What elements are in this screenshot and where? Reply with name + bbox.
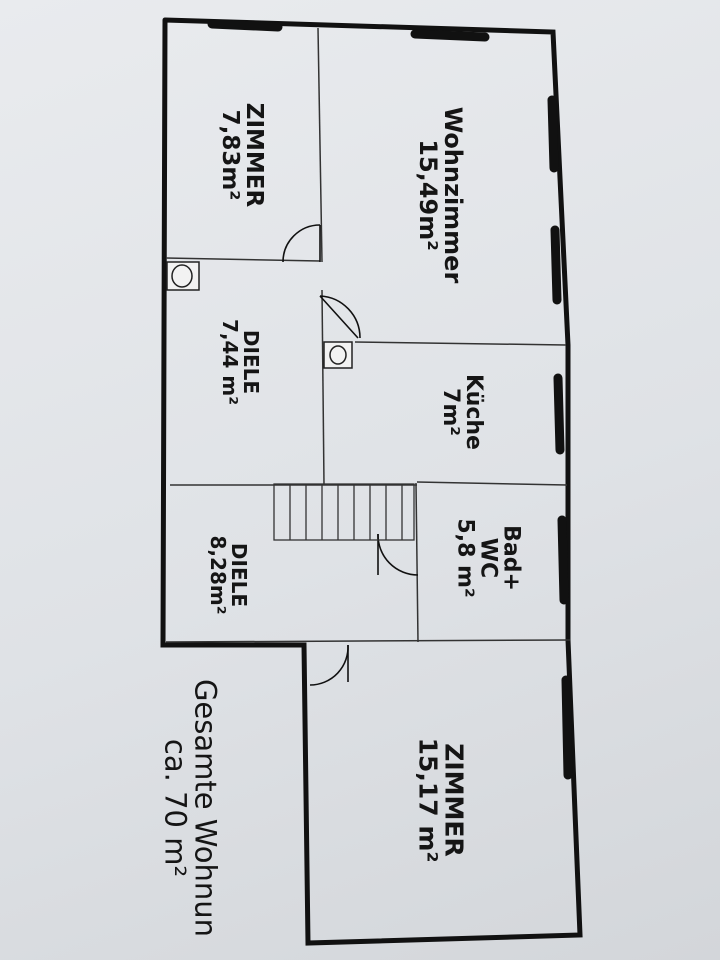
room-area: 15,17 m² bbox=[413, 737, 442, 863]
wall-zimmer-wohnzimmer bbox=[317, 27, 323, 263]
room-name: Bad+ bbox=[498, 525, 524, 591]
door-arc-zimmer bbox=[282, 224, 321, 263]
stairs bbox=[273, 483, 415, 541]
windows bbox=[207, 19, 573, 780]
shafts bbox=[166, 261, 353, 369]
room-area: 7,44 m² bbox=[218, 319, 242, 405]
room-area: 7m² bbox=[438, 388, 463, 436]
wall-diele-bad bbox=[415, 482, 419, 643]
room-name: Küche bbox=[461, 374, 487, 450]
room-area: 8,28m² bbox=[206, 535, 230, 615]
wall-wohnzimmer-kueche bbox=[354, 341, 567, 346]
total-area-note: Gesamte Wohnun ca. 70 m² bbox=[158, 678, 223, 938]
window-right-1 bbox=[547, 95, 559, 173]
window-right-5 bbox=[561, 675, 573, 780]
room-name-line2: WC bbox=[475, 537, 501, 579]
window-right-2 bbox=[550, 225, 562, 305]
outer-walls bbox=[160, 17, 583, 946]
room-label-zimmer-left: ZIMMER 7,83m² bbox=[217, 102, 268, 208]
room-name: Wohnzimmer bbox=[439, 106, 468, 284]
total-label: Gesamte Wohnun bbox=[188, 678, 223, 938]
door-arc-wohnzimmer bbox=[319, 295, 361, 339]
room-label-zimmer-right: ZIMMER 15,17 m² bbox=[413, 737, 469, 863]
door-arc-zimmer-right bbox=[309, 644, 349, 686]
room-label-bad: Bad+ WC 5,8 m² bbox=[452, 518, 524, 598]
room-label-kueche: Küche 7m² bbox=[438, 374, 487, 450]
room-name: DIELE bbox=[239, 329, 263, 395]
window-right-3 bbox=[553, 373, 565, 455]
wall-kueche-bad bbox=[416, 481, 568, 486]
room-area: 5,8 m² bbox=[452, 518, 478, 598]
shaft-upper bbox=[166, 261, 200, 291]
total-value: ca. 70 m² bbox=[158, 738, 192, 878]
room-name: ZIMMER bbox=[241, 102, 268, 208]
room-name: DIELE bbox=[227, 542, 251, 608]
room-label-wohnzimmer: Wohnzimmer 15,49m² bbox=[414, 106, 468, 284]
wall-zimmer-diele bbox=[165, 257, 321, 262]
room-area: 15,49m² bbox=[414, 139, 442, 251]
window-top-right bbox=[410, 29, 490, 42]
room-area: 7,83m² bbox=[217, 109, 243, 201]
interior-walls bbox=[165, 27, 571, 643]
doors bbox=[282, 224, 419, 686]
room-label-diele-upper: DIELE 7,44 m² bbox=[218, 319, 263, 405]
window-right-4 bbox=[557, 515, 569, 605]
stairs-outline bbox=[273, 483, 415, 541]
outer-wall-main bbox=[160, 17, 583, 946]
window-top-left bbox=[207, 19, 283, 32]
room-label-diele-lower: DIELE 8,28m² bbox=[206, 535, 251, 615]
wall-bottom-inner bbox=[165, 639, 571, 643]
room-name: ZIMMER bbox=[439, 743, 469, 857]
wall-diele-kueche bbox=[321, 289, 325, 486]
